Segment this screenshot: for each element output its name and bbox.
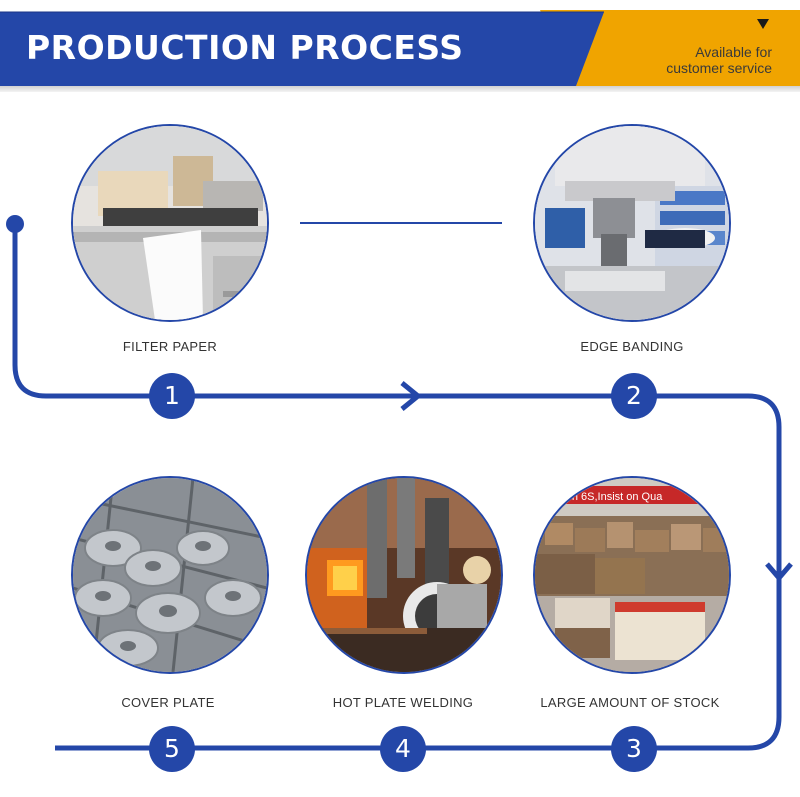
service-line-2: customer service — [666, 60, 772, 76]
photo-cover-plate — [71, 476, 269, 674]
service-line-1: Available for — [695, 44, 772, 60]
header-background — [0, 10, 800, 92]
step-label-cover-plate: COVER PLATE — [121, 695, 215, 710]
photo-large-stock: Insist on 6S,Insist on Qua — [533, 476, 731, 674]
header-banner: PRODUCTION PROCESS Available for custome… — [0, 0, 800, 92]
step-number-4: 4 — [380, 726, 426, 772]
step-label-hot-plate-welding: HOT PLATE WELDING — [332, 695, 474, 710]
step-label-large-stock: LARGE AMOUNT OF STOCK — [540, 695, 720, 710]
step-label-filter-paper: FILTER PAPER — [122, 339, 218, 354]
step-number-2: 2 — [611, 373, 657, 419]
customer-service-text: Available for customer service — [666, 44, 772, 76]
arrow-down-icon — [765, 562, 793, 582]
step-number-3: 3 — [611, 726, 657, 772]
step-label-edge-banding: EDGE BANDING — [580, 339, 684, 354]
step-number-5: 5 — [149, 726, 195, 772]
photo-hot-plate-welding — [305, 476, 503, 674]
photo-edge-banding — [533, 124, 731, 322]
step-number-1: 1 — [149, 373, 195, 419]
photo-filter-paper — [71, 124, 269, 322]
arrow-right-icon — [400, 381, 422, 411]
page-title: PRODUCTION PROCESS — [26, 28, 464, 67]
stock-sign-text: Insist on 6S,Insist on Qua — [537, 491, 663, 503]
triangle-down-icon[interactable] — [757, 19, 769, 29]
